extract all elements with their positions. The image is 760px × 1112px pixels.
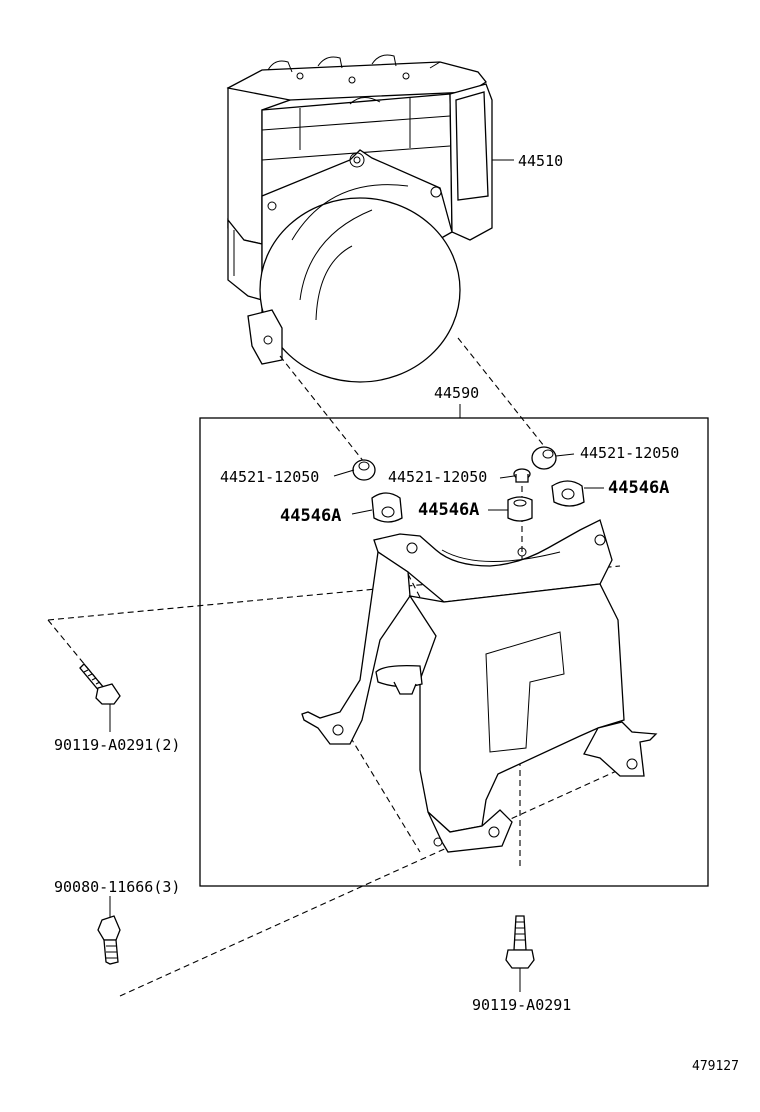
diagram-id: 479127 (692, 1059, 739, 1074)
callout-stud-left: 44521-12050 (220, 468, 319, 486)
leader-lines (109, 159, 604, 992)
bracket-assembly-frame (199, 404, 709, 887)
callout-stud-center: 44521-12050 (388, 468, 487, 486)
bolt-small[interactable] (97, 915, 121, 965)
callout-44590: 44590 (434, 384, 479, 402)
bolt-bottom[interactable] (505, 915, 535, 969)
abs-actuator-assembly[interactable] (226, 54, 493, 383)
mounting-bracket[interactable] (301, 519, 658, 853)
bolt-left[interactable] (79, 663, 121, 705)
cushion-center[interactable] (507, 496, 533, 522)
callout-cushion-center: 44546A (418, 500, 479, 520)
callout-44510: 44510 (518, 152, 563, 170)
callout-bolt-bottom: 90119-A0291 (472, 996, 571, 1014)
cushion-left[interactable] (371, 492, 403, 523)
stud-left[interactable] (352, 459, 376, 481)
callout-cushion-right: 44546A (608, 478, 669, 498)
callout-bolt-small: 90080-11666(3) (54, 878, 180, 896)
callout-bolt-left: 90119-A0291(2) (54, 736, 180, 754)
callout-stud-right: 44521-12050 (580, 444, 679, 462)
stud-center[interactable] (513, 468, 531, 483)
callout-cushion-left: 44546A (280, 506, 341, 526)
cushion-right[interactable] (551, 480, 585, 507)
stud-right[interactable] (531, 446, 557, 470)
